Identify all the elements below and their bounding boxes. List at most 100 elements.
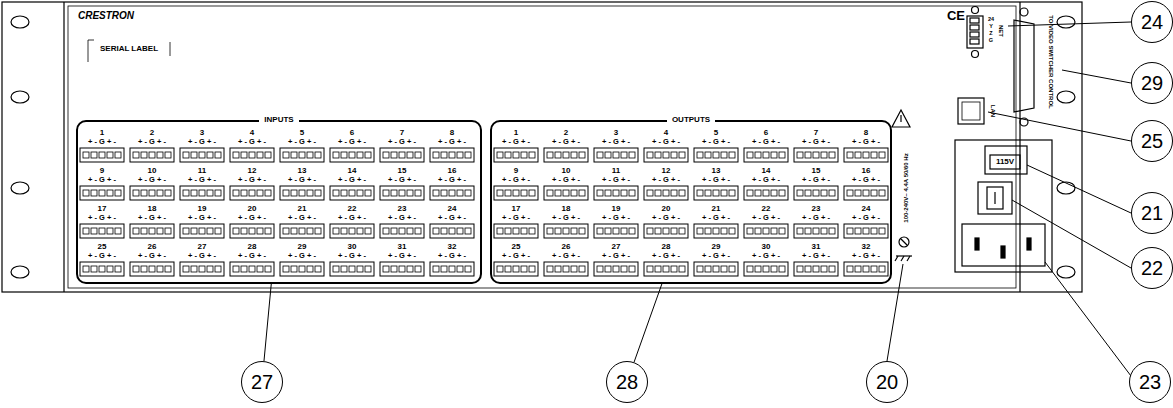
channel-number: 15: [398, 167, 407, 175]
terminal-pin: [871, 152, 877, 158]
terminal-pin: [879, 228, 885, 234]
terminal-pin: [99, 266, 105, 272]
terminal-pin: [771, 152, 777, 158]
terminal-pin: [183, 228, 189, 234]
terminal-pin: [729, 190, 735, 196]
terminal-pin: [771, 228, 777, 234]
terminal-pin: [563, 152, 569, 158]
terminal-pin: [365, 228, 371, 234]
terminal-pin: [307, 228, 313, 234]
terminal-pin: [399, 228, 405, 234]
terminal-pin: [291, 152, 297, 158]
terminal-block: [230, 148, 274, 162]
terminal-pin: [383, 152, 389, 158]
pin-legend: + - G + -: [552, 176, 580, 184]
channel-number: 25: [512, 243, 521, 251]
terminal-pin: [647, 228, 653, 234]
terminal-pin: [291, 190, 297, 196]
pin-legend: + - G + -: [138, 252, 166, 260]
terminal-pin: [407, 228, 413, 234]
channel-number: 1: [100, 129, 104, 137]
terminal-pin: [797, 190, 803, 196]
terminal-pin: [315, 228, 321, 234]
callout-circle: 20: [866, 361, 908, 403]
channel-number: 10: [562, 167, 571, 175]
channel-number: 11: [612, 167, 620, 175]
terminal-pin: [779, 190, 785, 196]
terminal-pin: [433, 266, 439, 272]
terminal-block: [844, 224, 888, 238]
terminal-block: [794, 148, 838, 162]
terminal-pin: [257, 228, 263, 234]
terminal-pin: [457, 190, 463, 196]
channel-number: 22: [762, 205, 771, 213]
channel-number: 16: [448, 167, 457, 175]
pin-legend: + - G + -: [238, 214, 266, 222]
serial-label-bracket: [170, 42, 171, 56]
terminal-pin: [747, 228, 753, 234]
channel-number: 15: [812, 167, 821, 175]
terminal-pin: [771, 190, 777, 196]
callout-number: 23: [1139, 372, 1161, 392]
power-switch: [978, 182, 1012, 214]
pin-legend: + - G + -: [438, 252, 466, 260]
terminal-pin: [449, 228, 455, 234]
leader-line: [988, 112, 1131, 141]
terminal-block: [80, 148, 124, 162]
terminal-pin: [115, 228, 121, 234]
terminal-pin: [805, 228, 811, 234]
channel-number: 31: [398, 243, 407, 251]
pin-legend: + - G + -: [188, 176, 216, 184]
lan-jack-inner: [962, 102, 980, 120]
pin-legend: + - G + -: [702, 176, 730, 184]
terminal-block: [544, 262, 588, 276]
terminal-pin: [107, 228, 113, 234]
channel-number: 4: [250, 129, 254, 137]
terminal-pin: [191, 190, 197, 196]
terminal-pin: [83, 266, 89, 272]
terminal-block: [644, 186, 688, 200]
terminal-pin: [613, 152, 619, 158]
terminal-pin: [497, 228, 503, 234]
terminal-pin: [233, 228, 239, 234]
channel-number: 10: [148, 167, 157, 175]
terminal-pin: [307, 266, 313, 272]
terminal-pin: [763, 266, 769, 272]
channel-number: 3: [614, 129, 618, 137]
terminal-block: [694, 262, 738, 276]
pin-legend: + - G + -: [602, 214, 630, 222]
terminal-pin: [847, 190, 853, 196]
mount-hole: [11, 16, 29, 28]
terminal-pin: [415, 228, 421, 234]
terminal-pin: [291, 228, 297, 234]
pin-legend: + - G + -: [602, 138, 630, 146]
terminal-block: [644, 224, 688, 238]
terminal-pin: [415, 190, 421, 196]
pin-legend: + - G + -: [802, 176, 830, 184]
terminal-pin: [747, 190, 753, 196]
terminal-pin: [241, 190, 247, 196]
db25-connector: [1014, 20, 1034, 112]
terminal-pin: [671, 228, 677, 234]
terminal-pin: [465, 152, 471, 158]
terminal-pin: [165, 266, 171, 272]
channel-number: 8: [864, 129, 868, 137]
terminal-pin: [505, 190, 511, 196]
terminal-pin: [621, 266, 627, 272]
terminal-pin: [149, 228, 155, 234]
terminal-block: [330, 186, 374, 200]
terminal-pin: [797, 266, 803, 272]
terminal-pin: [713, 266, 719, 272]
pin-legend: + - G + -: [702, 138, 730, 146]
terminal-pin: [871, 228, 877, 234]
terminal-pin: [183, 190, 189, 196]
pin-legend: + - G + -: [652, 176, 680, 184]
terminal-pin: [547, 266, 553, 272]
terminal-pin: [257, 190, 263, 196]
terminal-pin: [821, 152, 827, 158]
terminal-pin: [449, 266, 455, 272]
terminal-pin: [713, 228, 719, 234]
terminal-pin: [457, 266, 463, 272]
terminal-pin: [621, 228, 627, 234]
terminal-block: [330, 224, 374, 238]
